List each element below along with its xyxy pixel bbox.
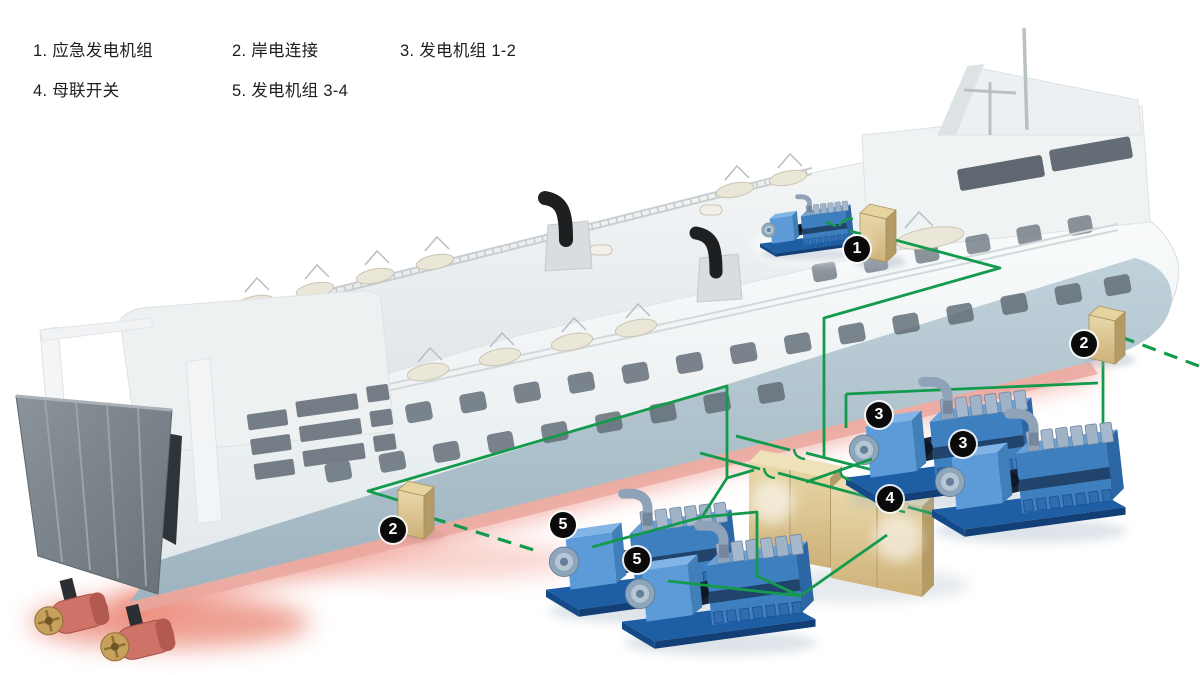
stern-ramp — [15, 394, 173, 595]
legend-item-shore-connection: 2. 岸电连接 — [232, 42, 319, 60]
badge-genset12-b: 3 — [950, 431, 976, 457]
ship-hull — [130, 204, 1179, 612]
badge-shore-connection-left: 2 — [380, 517, 406, 543]
legend-item-genset-3-4: 5. 发电机组 3-4 — [232, 82, 349, 100]
legend-item-bus-tie: 4. 母联开关 — [33, 82, 120, 100]
azimuth-thrusters — [34, 577, 176, 662]
shore-connection-box-right — [1083, 305, 1135, 367]
power-lines-links — [591, 217, 888, 598]
mast — [963, 27, 1029, 135]
badge-genset12-a: 3 — [866, 402, 892, 428]
legend-item-emergency-genset: 1. 应急发电机组 — [33, 42, 154, 60]
badge-bus-tie: 4 — [877, 486, 903, 512]
badge-genset34-a: 5 — [550, 512, 576, 538]
badge-genset34-b: 5 — [624, 547, 650, 573]
funnels — [538, 191, 743, 303]
emergency-switchboard-box — [854, 203, 906, 269]
legend-item-genset-1-2: 3. 发电机组 1-2 — [400, 42, 517, 60]
badge-emergency-genset: 1 — [844, 236, 870, 262]
hull-windows — [324, 274, 1132, 483]
vent-louvers — [246, 383, 397, 480]
power-lines-shore-dashed — [431, 335, 1200, 553]
bridge-superstructure — [861, 27, 1151, 253]
badge-shore-connection-right: 2 — [1071, 331, 1097, 357]
